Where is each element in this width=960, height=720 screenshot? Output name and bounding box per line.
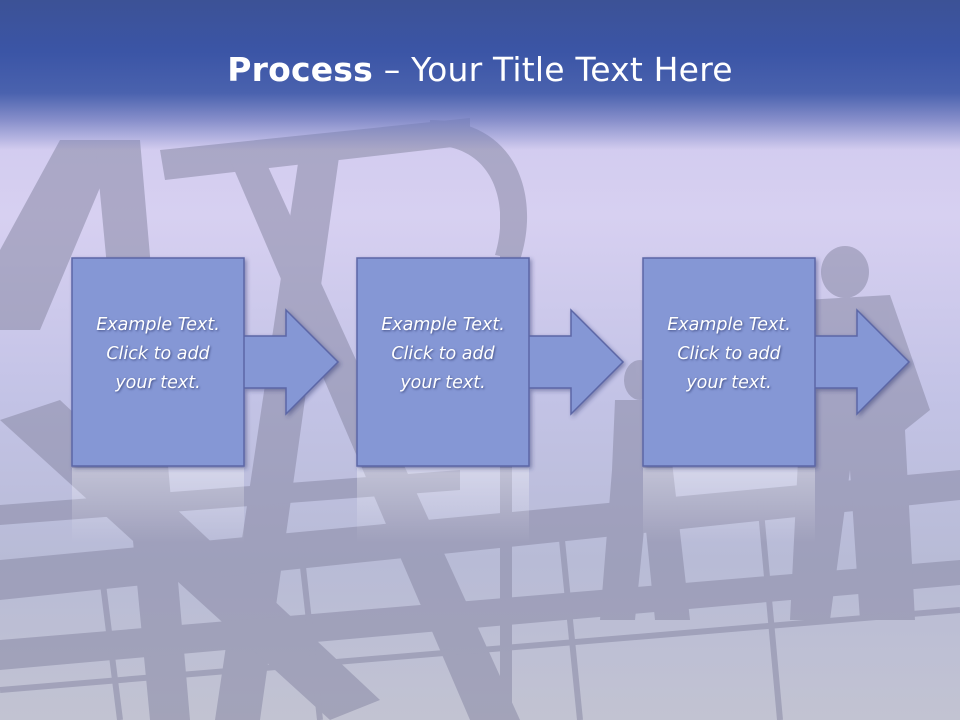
step-1-line-1: Example Text. xyxy=(96,315,220,335)
step-2-line-3: your text. xyxy=(400,373,486,393)
step-2-text[interactable]: Example Text. Click to add your text. xyxy=(358,311,528,398)
title-banner: Process – Your Title Text Here xyxy=(0,0,960,150)
right-arrow-icon xyxy=(241,308,340,416)
step-1-line-2: Click to add xyxy=(106,344,210,364)
step-1-shape[interactable] xyxy=(71,257,340,467)
step-3-shape[interactable] xyxy=(642,257,911,467)
title-dash: – xyxy=(373,50,412,89)
step-3-reflection xyxy=(643,468,815,543)
title-bold-text: Process xyxy=(227,50,373,89)
title-rest-text: Your Title Text Here xyxy=(411,50,733,89)
step-3-line-2: Click to add xyxy=(677,344,781,364)
step-2-reflection xyxy=(357,468,529,543)
slide-title[interactable]: Process – Your Title Text Here xyxy=(0,50,960,89)
step-3-line-1: Example Text. xyxy=(667,315,791,335)
right-arrow-icon xyxy=(526,308,625,416)
right-arrow-icon xyxy=(812,308,911,416)
step-1-reflection xyxy=(72,468,244,543)
step-3-text[interactable]: Example Text. Click to add your text. xyxy=(644,311,814,398)
step-1-text[interactable]: Example Text. Click to add your text. xyxy=(73,311,243,398)
step-3-line-3: your text. xyxy=(686,373,772,393)
step-1-line-3: your text. xyxy=(115,373,201,393)
step-2-line-2: Click to add xyxy=(391,344,495,364)
step-2-shape[interactable] xyxy=(356,257,625,467)
step-2-line-1: Example Text. xyxy=(381,315,505,335)
